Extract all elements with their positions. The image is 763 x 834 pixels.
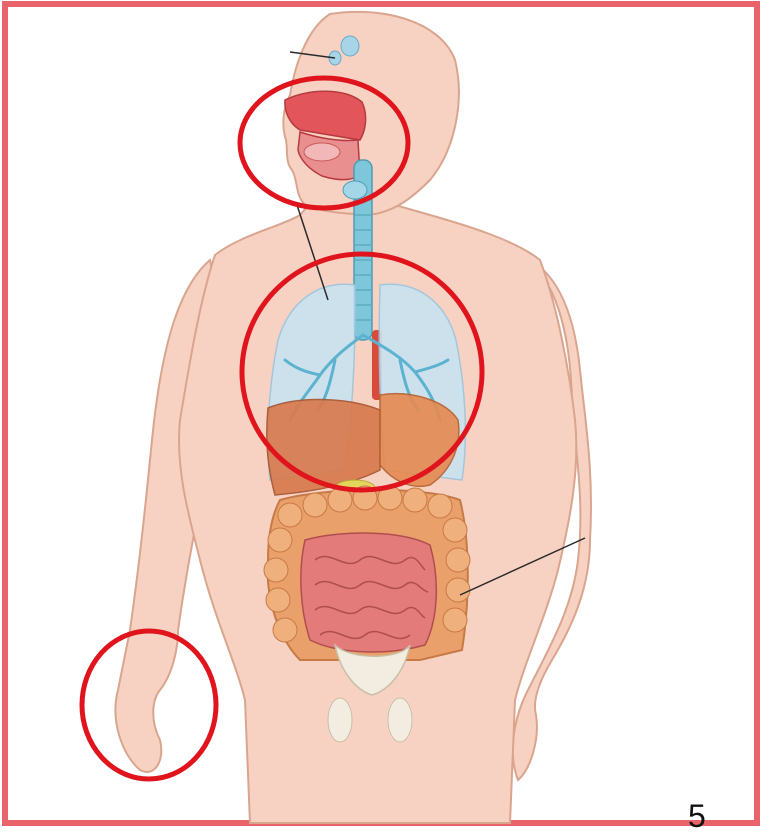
water-drop-icon bbox=[341, 36, 359, 56]
page-number: 5 bbox=[688, 800, 706, 832]
tongue bbox=[304, 143, 340, 161]
kidney-right bbox=[388, 698, 412, 742]
larynx bbox=[343, 181, 367, 199]
kidney-left bbox=[328, 698, 352, 742]
